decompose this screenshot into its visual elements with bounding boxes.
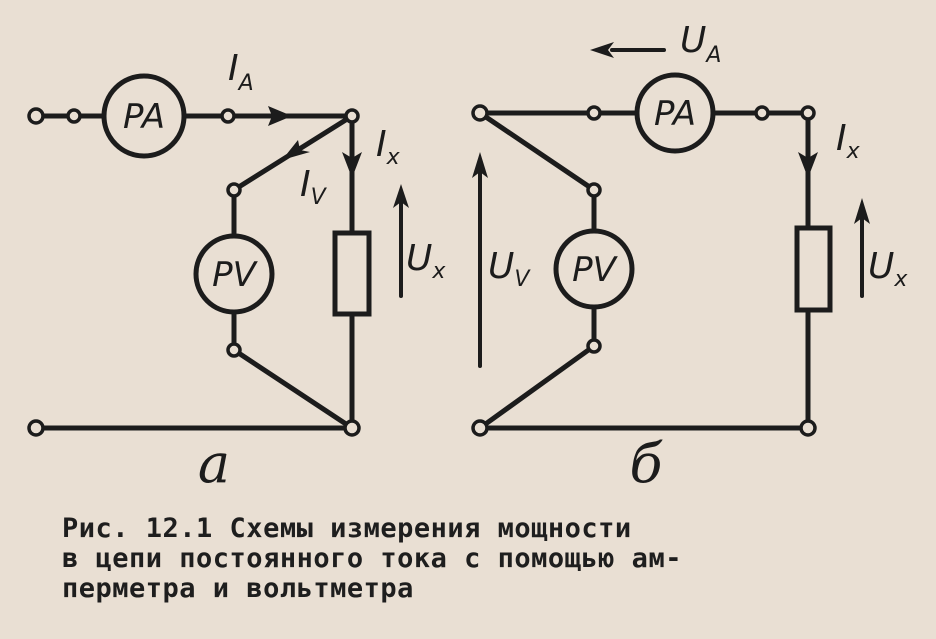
label-a-ia: IA [228, 48, 254, 96]
arrow-a-ux-head [393, 184, 409, 208]
node-a-top-1 [66, 108, 82, 124]
node-b-vm-bottom [586, 338, 602, 354]
diagram-a: PA PV IA Ix IV Ux [27, 48, 446, 495]
wire-b-diag-upper [477, 110, 597, 193]
node-a-top-2 [220, 108, 236, 124]
arrow-b-ua-head [590, 42, 614, 58]
terminal-b-top-left [471, 104, 489, 122]
label-a-ux: Ux [406, 238, 446, 284]
voltmeter-a [193, 233, 275, 315]
caption-line-3: перметра и вольтметра [62, 573, 414, 604]
label-a-ix: Ix [376, 124, 401, 170]
arrow-a-ia [268, 106, 292, 126]
part-label-a: а [198, 432, 230, 495]
figure-caption: Рис. 12.1 Схемы измерения мощности в цеп… [62, 514, 922, 604]
arrow-b-ix [798, 152, 818, 178]
voltmeter-b-label: PV [572, 250, 619, 290]
wire-b-diag-lower [477, 343, 597, 431]
arrow-b-ux-head [854, 198, 870, 224]
label-b-ux: Ux [868, 246, 908, 292]
node-a-vm-top [226, 182, 242, 198]
arrow-a-iv [282, 140, 310, 160]
terminal-b-bottom-left [471, 419, 489, 437]
node-b-corner-bottom [799, 419, 817, 437]
arrow-a-ix [342, 152, 362, 178]
caption-line-1: Рис. 12.1 Схемы измерения мощности [62, 513, 632, 544]
arrow-b-uv-head [472, 152, 488, 178]
voltmeter-b [553, 228, 635, 310]
label-b-uv: UV [488, 246, 531, 292]
resistor-b [794, 225, 833, 313]
node-b-top-1 [586, 105, 602, 121]
resistor-a [332, 230, 372, 317]
node-b-vm-top [586, 182, 602, 198]
node-a-junction-bottom [343, 419, 361, 437]
ammeter-a-label: PA [123, 97, 165, 137]
node-b-top-2 [754, 105, 770, 121]
ammeter-a [101, 73, 187, 159]
wire-a-diag-lower [231, 347, 355, 431]
voltmeter-a-label: PV [212, 255, 259, 295]
label-b-ix: Ix [836, 118, 861, 164]
label-a-iv: IV [300, 164, 328, 210]
diagram-b: PA PV UA Ix UV [471, 20, 908, 495]
node-a-vm-bottom [226, 342, 242, 358]
node-a-junction-top [344, 108, 360, 124]
ammeter-b [634, 72, 716, 154]
caption-line-2: в цепи постоянного тока с помощью ам- [62, 543, 682, 574]
part-label-b: б [630, 432, 664, 495]
terminal-a-top-left [27, 107, 45, 125]
terminal-a-bottom-left [27, 419, 45, 437]
ammeter-b-label: PA [654, 94, 696, 134]
label-b-ua: UA [680, 20, 721, 68]
node-b-corner-top [800, 105, 816, 121]
